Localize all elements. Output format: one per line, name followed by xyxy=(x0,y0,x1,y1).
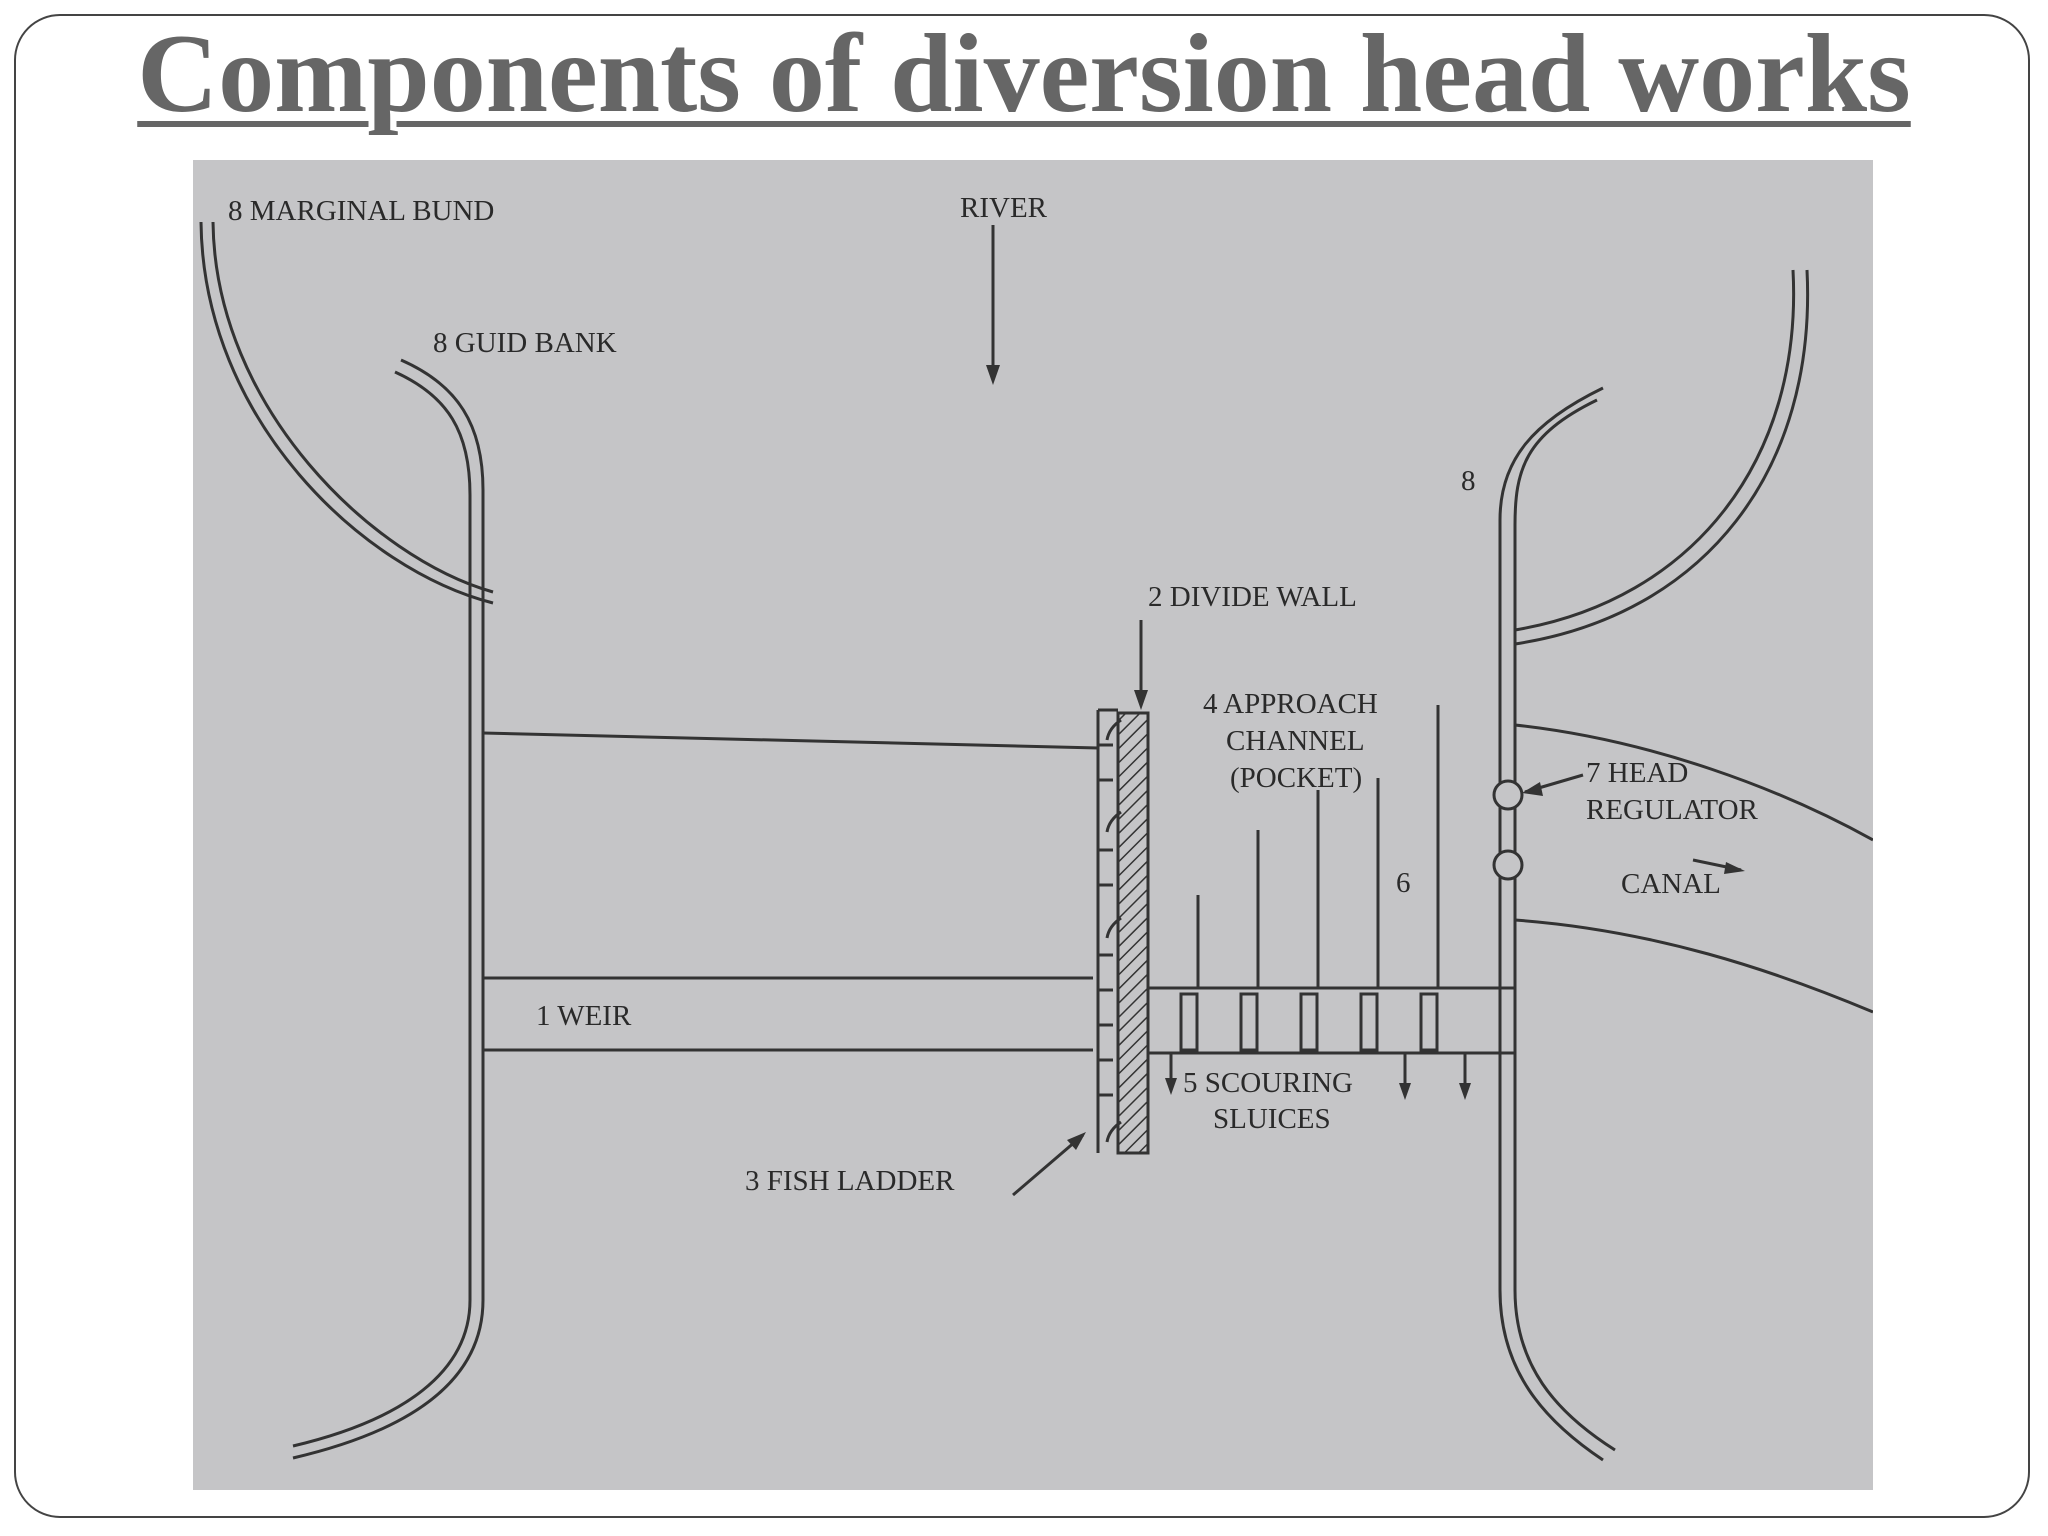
label-approach-channel-3: (POCKET) xyxy=(1230,762,1362,794)
river-flow-arrow xyxy=(986,225,1000,385)
label-marginal-bund: 8 MARGINAL BUND xyxy=(228,195,494,227)
guide-bank-left xyxy=(292,358,485,1460)
label-head-regulator-1: 7 HEAD xyxy=(1586,757,1688,789)
label-number-6: 6 xyxy=(1396,867,1411,899)
label-approach-channel-2: CHANNEL xyxy=(1226,725,1365,757)
label-scouring-sluices-2: SLUICES xyxy=(1213,1103,1331,1135)
marginal-bund-left xyxy=(199,221,494,605)
label-river: RIVER xyxy=(960,192,1048,224)
head-regulator-arrow xyxy=(1522,773,1584,796)
guide-bank-right xyxy=(1498,386,1616,1462)
diversion-headworks-diagram: 8 MARGINAL BUND RIVER 8 GUID BANK 8 2 DI… xyxy=(193,160,1873,1490)
label-weir: 1 WEIR xyxy=(536,1000,632,1032)
fish-ladder-arrow xyxy=(1012,1132,1086,1197)
label-right-bank-number: 8 xyxy=(1461,465,1476,497)
label-canal: CANAL xyxy=(1621,868,1721,900)
canal xyxy=(1514,723,1873,1014)
scouring-sluices xyxy=(1148,986,1515,1055)
label-divide-wall: 2 DIVIDE WALL xyxy=(1148,581,1357,613)
label-guide-bank: 8 GUID BANK xyxy=(433,327,617,359)
sluice-discharge-arrows xyxy=(1165,1053,1471,1100)
approach-channel-lines xyxy=(1196,705,1440,988)
label-fish-ladder: 3 FISH LADDER xyxy=(745,1165,955,1197)
label-scouring-sluices-1: 5 SCOURING xyxy=(1183,1067,1353,1099)
label-approach-channel-1: 4 APPROACH xyxy=(1203,688,1378,720)
paper-background xyxy=(193,160,1873,1490)
slide-title: Components of diversion head works xyxy=(137,12,1911,136)
upstream-line xyxy=(482,731,1099,750)
canal-flow-arrow xyxy=(1692,858,1745,874)
marginal-bund-right xyxy=(1514,269,1810,646)
label-head-regulator-2: REGULATOR xyxy=(1586,794,1759,826)
weir xyxy=(483,976,1093,1052)
head-regulator-gates xyxy=(1492,779,1524,881)
divide-wall-arrow xyxy=(1134,620,1148,710)
divide-wall xyxy=(1116,711,1150,1155)
